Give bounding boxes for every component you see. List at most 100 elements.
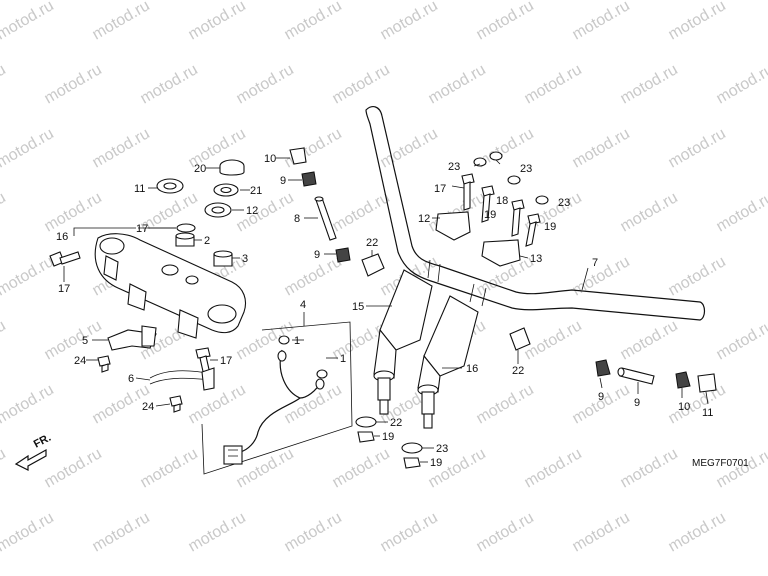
watermark-text: motod.ru — [330, 189, 393, 235]
part-11-bearing-lower — [204, 202, 232, 218]
callout-13-right: 16 — [466, 363, 478, 375]
watermark-text: motod.ru — [522, 445, 585, 491]
watermark-text: motod.ru — [522, 61, 585, 107]
watermark-text: motod.ru — [0, 445, 9, 491]
watermark-text: motod.ru — [0, 253, 57, 299]
callout-17-c: 19 — [484, 209, 496, 221]
watermark-text: motod.ru — [570, 0, 633, 43]
part-21-washer-right — [401, 442, 423, 454]
callout-18: 20 — [194, 163, 206, 175]
callout-4: 4 — [300, 299, 306, 311]
watermark-text: motod.ru — [570, 509, 633, 555]
watermark-text: motod.ru — [0, 381, 57, 427]
handlebar — [365, 106, 706, 321]
callout-24-lower: 24 — [142, 401, 154, 413]
watermark-text: motod.ru — [138, 61, 201, 107]
watermark-text: motod.ru — [618, 189, 681, 235]
watermark-text: motod.ru — [570, 381, 633, 427]
callout-7: 7 — [592, 257, 598, 269]
watermark-text: motod.ru — [666, 253, 729, 299]
watermark-text: motod.ru — [618, 317, 681, 363]
watermark-text: motod.ru — [474, 509, 537, 555]
watermark-text: motod.ru — [0, 189, 9, 235]
watermark-text: motod.ru — [186, 0, 249, 43]
callout-8-right: 9 — [634, 397, 640, 409]
part-6-clamp — [149, 367, 215, 391]
part-24-bolt-upper — [97, 355, 111, 373]
part-9-sensor-right-a — [595, 359, 611, 377]
callout-21-left: 22 — [390, 417, 402, 429]
part-24-bolt-lower — [169, 395, 183, 413]
watermark-text: motod.ru — [42, 445, 105, 491]
part-9-sensor-lower-left — [335, 247, 351, 263]
watermark-text: motod.ru — [330, 61, 393, 107]
harness-box — [201, 321, 353, 475]
watermark-text: motod.ru — [714, 61, 768, 107]
part-11-bearing-upper — [156, 178, 184, 194]
callout-12-upper: 12 — [418, 213, 430, 225]
callout-1-right: 1 — [340, 353, 346, 365]
watermark-text: motod.ru — [0, 317, 9, 363]
callout-11-upper: 11 — [134, 183, 145, 195]
watermark-text: motod.ru — [618, 445, 681, 491]
callout-23-a: 23 — [448, 161, 460, 173]
part-20-washer — [213, 183, 239, 197]
callout-22-upper: 22 — [366, 237, 378, 249]
diagram-code: MEG7F0701 — [692, 458, 749, 469]
watermark-text: motod.ru — [570, 125, 633, 171]
fork-tube-left — [373, 269, 433, 415]
watermark-text: motod.ru — [378, 125, 441, 171]
watermark-text: motod.ru — [618, 61, 681, 107]
watermark-text: motod.ru — [186, 509, 249, 555]
watermark-text: motod.ru — [0, 125, 57, 171]
watermark-text: motod.ru — [666, 125, 729, 171]
watermark-text: motod.ru — [378, 509, 441, 555]
callout-13-left: 15 — [352, 301, 364, 313]
watermark-text: motod.ru — [426, 61, 489, 107]
callout-2: 2 — [204, 235, 210, 247]
part-23-nut-2 — [489, 151, 503, 161]
part-15-washer — [176, 223, 196, 233]
callout-22-lower: 22 — [512, 365, 524, 377]
callout-24-upper: 24 — [74, 355, 86, 367]
leader-lines — [63, 157, 709, 463]
part-17-bolt-4 — [525, 213, 541, 247]
watermark-text: motod.ru — [186, 381, 249, 427]
watermark-text: motod.ru — [138, 445, 201, 491]
callout-1-left: 1 — [294, 335, 300, 347]
callout-9-upper-left: 9 — [280, 175, 286, 187]
callout-3: 3 — [242, 253, 248, 265]
callout-17-b: 18 — [496, 195, 508, 207]
watermark-text: motod.ru — [282, 0, 345, 43]
part-9-sensor-upper-left — [301, 171, 317, 187]
watermark-text: motod.ru — [0, 0, 57, 43]
watermark-text: motod.ru — [282, 125, 345, 171]
part-9-sensor-right-b — [675, 371, 691, 389]
part-12-holder-upper — [435, 211, 471, 241]
watermark-text: motod.ru — [42, 61, 105, 107]
callout-5: 5 — [82, 335, 88, 347]
part-21-washer-left — [355, 416, 377, 428]
watermark-text: motod.ru — [0, 509, 57, 555]
callout-14: 16 — [56, 231, 68, 243]
part-17-bolt-2 — [481, 185, 495, 223]
front-arrow: FR. — [14, 432, 53, 471]
part-8-rod-left — [314, 196, 337, 241]
watermark-text: motod.ru — [714, 189, 768, 235]
watermark-text: motod.ru — [234, 189, 297, 235]
part-23-nut-4 — [535, 195, 549, 205]
watermark-text: motod.ru — [666, 509, 729, 555]
callout-16-center: 17 — [220, 355, 232, 367]
callout-labels: 20 21 11 12 17 16 2 3 17 5 24 6 24 17 10… — [56, 153, 713, 469]
fork-tube-right — [417, 295, 479, 429]
part-23-nut-1 — [473, 157, 487, 167]
part-10-clip-right — [697, 373, 717, 393]
part-17-bolt-1 — [461, 173, 475, 211]
part-10-clip-left — [289, 147, 307, 165]
part-18-cap — [219, 159, 245, 176]
watermark-text: motod.ru — [90, 509, 153, 555]
callout-17-a: 17 — [434, 183, 446, 195]
callout-9-right-b: 10 — [678, 401, 690, 413]
watermark-text: motod.ru — [714, 317, 768, 363]
